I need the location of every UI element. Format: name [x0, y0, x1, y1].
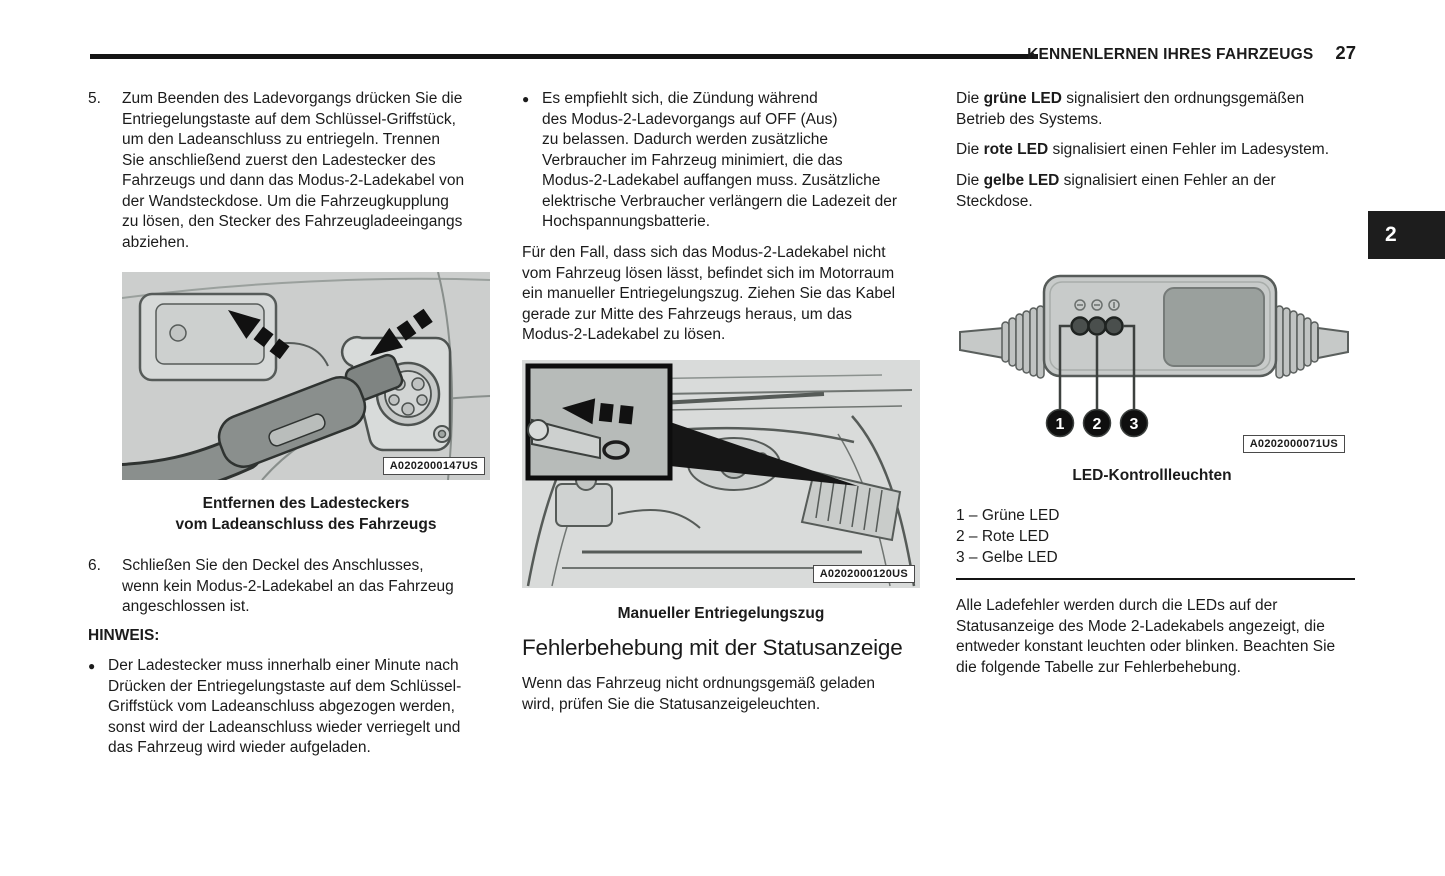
led-indicators [1070, 316, 1124, 336]
header-rule [90, 54, 1038, 59]
yellow-led-paragraph: Die gelbe LED signalisiert einen Fehler … [956, 171, 1356, 212]
yellow-led-term: gelbe LED [983, 172, 1060, 189]
green-led-paragraph: Die grüne LED signalisiert den ordnungsg… [956, 89, 1356, 130]
ignition-bullet-text: Es empfiehlt sich, die Zündung während d… [542, 90, 897, 230]
text: Die [956, 90, 984, 107]
section-heading: Fehlerbehebung mit der Statusanzeige [522, 635, 903, 660]
charge-port-illustration [122, 272, 490, 480]
figure-code: A0202000120US [812, 565, 915, 583]
figure-caption: LED-Kontrollleuchten [1072, 467, 1232, 484]
page-header: KENNENLERNEN IHRES FAHRZEUGS 27 [956, 42, 1356, 64]
figure-led-indicators: 1 2 3 A0202000071US [958, 268, 1350, 458]
charge-fault-paragraph: Alle Ladefehler werden durch die LEDs au… [956, 597, 1336, 676]
engine-bay-illustration [522, 360, 920, 588]
text: signalisiert einen Fehler an der Steckdo… [956, 172, 1276, 210]
led-symbol-icons [1074, 299, 1120, 311]
text: Die [956, 172, 984, 189]
legend-item-2: 2 – Rote LED [956, 528, 1050, 545]
release-cable-inset [525, 363, 673, 481]
right-column: Die grüne LED signalisiert den ordnungsg… [956, 0, 1356, 876]
badge-2: 2 [1093, 416, 1102, 433]
figure-code: A0202000147US [382, 457, 485, 475]
step-5: 5. Zum Beenden des Ladevorgangs drücken … [88, 89, 492, 253]
charge-plug [122, 353, 404, 480]
arrow-down-left-icon [370, 308, 433, 356]
middle-column: Es empfiehlt sich, die Zündung während d… [522, 0, 922, 876]
status-check-paragraph: Wenn das Fahrzeug nicht ordnungsgemäß ge… [522, 675, 875, 713]
green-led-term: grüne LED [983, 90, 1062, 107]
left-cable-boot [1001, 305, 1045, 379]
callout-badges: 1 2 3 [1045, 408, 1149, 438]
note-label: HINWEIS: [88, 627, 160, 644]
figure-caption: Manueller Entriegelungszug [617, 605, 825, 622]
text: signalisiert den ordnungsgemäßen Betrieb… [956, 90, 1305, 128]
arrow-left-icon [562, 398, 634, 425]
bullet-icon [88, 656, 108, 759]
figure-charge-port-plug-removal: A0202000147US [122, 272, 490, 480]
step-6-text: Schließen Sie den Deckel des Anschlusses… [122, 557, 454, 615]
right-cable-boot [1275, 305, 1319, 379]
legend-item-1: 1 – Grüne LED [956, 507, 1060, 524]
arrow-up-left-icon [228, 310, 290, 360]
page-number: 27 [1335, 42, 1356, 63]
legend-item-3: 3 – Gelbe LED [956, 549, 1058, 566]
red-led-paragraph: Die rote LED signalisiert einen Fehler i… [956, 140, 1356, 161]
step-5-number: 5. [88, 90, 101, 107]
figure-caption: Entfernen des Ladesteckers vom Ladeansch… [175, 495, 437, 533]
section-tab: 2 [1368, 211, 1445, 259]
note-bullet: Der Ladestecker muss innerhalb einer Min… [88, 656, 492, 759]
step-6: 6. Schließen Sie den Deckel des Anschlus… [88, 556, 492, 618]
manual-release-paragraph: Für den Fall, dass sich das Modus-2-Lade… [522, 244, 896, 343]
charge-cable-control-box-illustration: 1 2 3 [959, 274, 1349, 438]
inset-pointer [670, 422, 858, 486]
figure-manual-release: A0202000120US [522, 360, 920, 588]
step-5-text: Zum Beenden des Ladevorgangs drücken Sie… [122, 90, 465, 251]
control-box-panel [1163, 287, 1265, 367]
red-led-term: rote LED [983, 141, 1049, 158]
badge-1: 1 [1056, 416, 1065, 433]
badge-3: 3 [1130, 416, 1139, 433]
note-bullet-text: Der Ladestecker muss innerhalb einer Min… [108, 657, 462, 756]
text: Die [956, 141, 984, 158]
figure-code: A0202000071US [1242, 435, 1345, 453]
step-6-number: 6. [88, 557, 101, 574]
text: signalisiert einen Fehler im Ladesystem. [1048, 141, 1330, 158]
left-column: 5. Zum Beenden des Ladevorgangs drücken … [88, 0, 492, 876]
ignition-bullet: Es empfiehlt sich, die Zündung während d… [522, 89, 922, 233]
section-tab-label: 2 [1385, 223, 1397, 246]
callout-lines [1058, 324, 1136, 409]
led-legend: 1 – Grüne LED 2 – Rote LED 3 – Gelbe LED [956, 505, 1355, 580]
bullet-icon [522, 89, 542, 233]
chapter-title: KENNENLERNEN IHRES FAHRZEUGS [1027, 46, 1314, 63]
